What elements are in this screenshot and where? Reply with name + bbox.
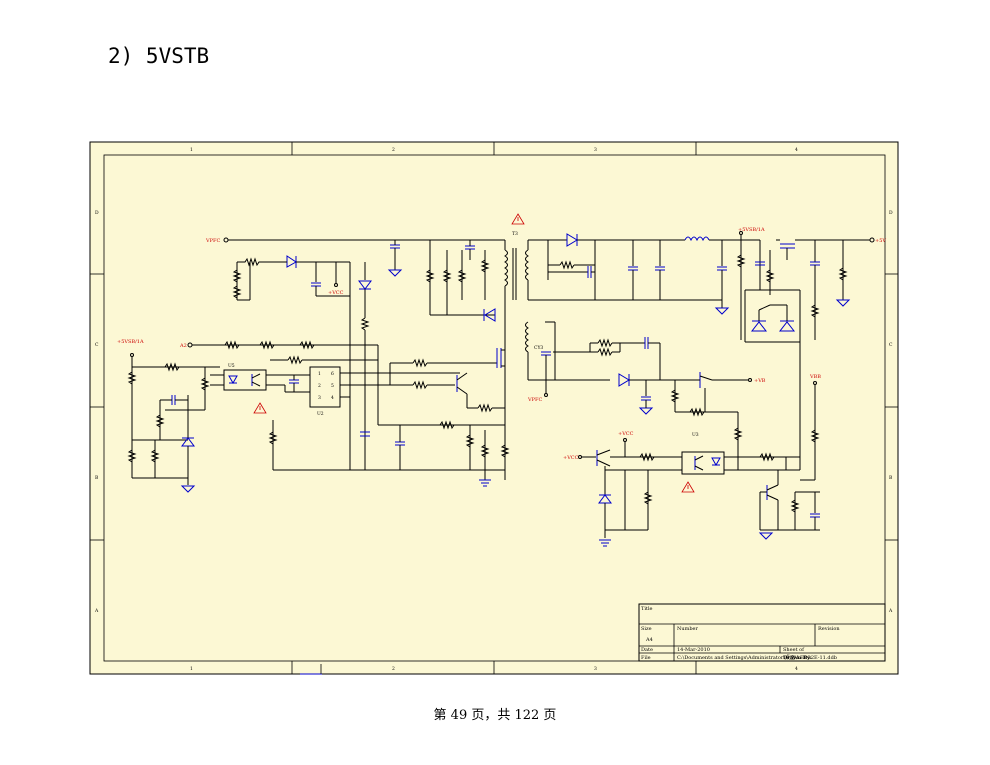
warning-icon [253, 402, 267, 414]
title-block-drawn-label: Drawn By: [783, 655, 812, 661]
frame-dividers [90, 142, 898, 674]
secondary-side-circuit: CY3 [525, 231, 875, 547]
net-label-plus-5vsb: +5VSB/1A [117, 339, 144, 345]
title-block-sheet-label: Sheet of [783, 647, 805, 653]
row-label-d-right: D [889, 210, 893, 216]
title-block-file-label: File [641, 655, 651, 661]
row-label-c-left: C [95, 342, 99, 348]
title-block-revision-label: Revision [818, 626, 840, 632]
title-block-file-value: C:\Documents and Settings\Administrator\… [677, 654, 837, 661]
col-label-1-top: 1 [190, 147, 193, 153]
ic-pin-6: 6 [331, 371, 334, 377]
net-label-vcc-3: +VCC [563, 455, 579, 461]
col-label-2-bottom: 2 [392, 666, 395, 672]
warning-icon [681, 481, 695, 493]
sheet-inner-border [103, 154, 886, 662]
title-block-date-label: Date [641, 647, 653, 653]
ic-pin-2: 2 [318, 383, 321, 389]
title-block-title-label: Title [641, 606, 653, 612]
col-label-3-bottom: 3 [594, 666, 597, 672]
col-label-3-top: 3 [594, 147, 597, 153]
opto-u3-designator: U3 [692, 432, 699, 438]
primary-side-circuit: 1 6 2 5 3 4 U2 [127, 231, 518, 493]
page-footer: 第 49 页，共 122 页 [433, 708, 557, 723]
net-label-plus-vb: +VB [754, 378, 766, 384]
row-label-d-left: D [95, 210, 99, 216]
ic-pin-3: 3 [318, 395, 321, 401]
title-block-number-label: Number [677, 626, 698, 632]
row-label-a-right: A [888, 608, 893, 614]
row-label-c-right: C [889, 342, 893, 348]
transformer-t3-designator: T3 [512, 231, 518, 237]
col-label-4-top: 4 [795, 147, 798, 153]
col-label-2-top: 2 [392, 147, 395, 153]
net-label-vpfc: VPFC [205, 238, 220, 244]
title-block [638, 603, 886, 662]
opto-u5-designator: U5 [228, 363, 235, 369]
ic-u2 [309, 366, 341, 408]
ic-u2-designator: U2 [317, 411, 324, 417]
ic-pin-1: 1 [318, 371, 321, 377]
net-label-vbb: VBB [809, 374, 821, 380]
col-label-1-bottom: 1 [190, 666, 193, 672]
cap-cy3-designator: CY3 [534, 345, 543, 351]
title-block-size-label: Size [641, 626, 652, 632]
row-label-a-left: A [94, 608, 99, 614]
page-heading: 2) 5VSTB [108, 44, 210, 68]
net-label-vcc: +VCC [328, 290, 344, 296]
net-label-plus-5v: +5V [875, 238, 886, 244]
title-block-date-value: 14-Mar-2010 [677, 647, 710, 653]
title-block-size-value: A4 [645, 637, 653, 643]
ic-pin-4: 4 [331, 395, 334, 401]
ic-pin-5: 5 [331, 383, 334, 389]
net-label-plus-5vsb-out: +5VSB/1A [738, 227, 765, 233]
warning-icon [511, 213, 525, 225]
net-label-vcc-2: +VCC [618, 431, 634, 437]
net-label-vpfc-aux: VPFC [527, 397, 542, 403]
row-label-b-left: B [95, 475, 99, 481]
col-label-4-bottom: 4 [795, 666, 798, 672]
row-label-b-right: B [889, 475, 893, 481]
net-label-a2: A2 [179, 343, 187, 349]
